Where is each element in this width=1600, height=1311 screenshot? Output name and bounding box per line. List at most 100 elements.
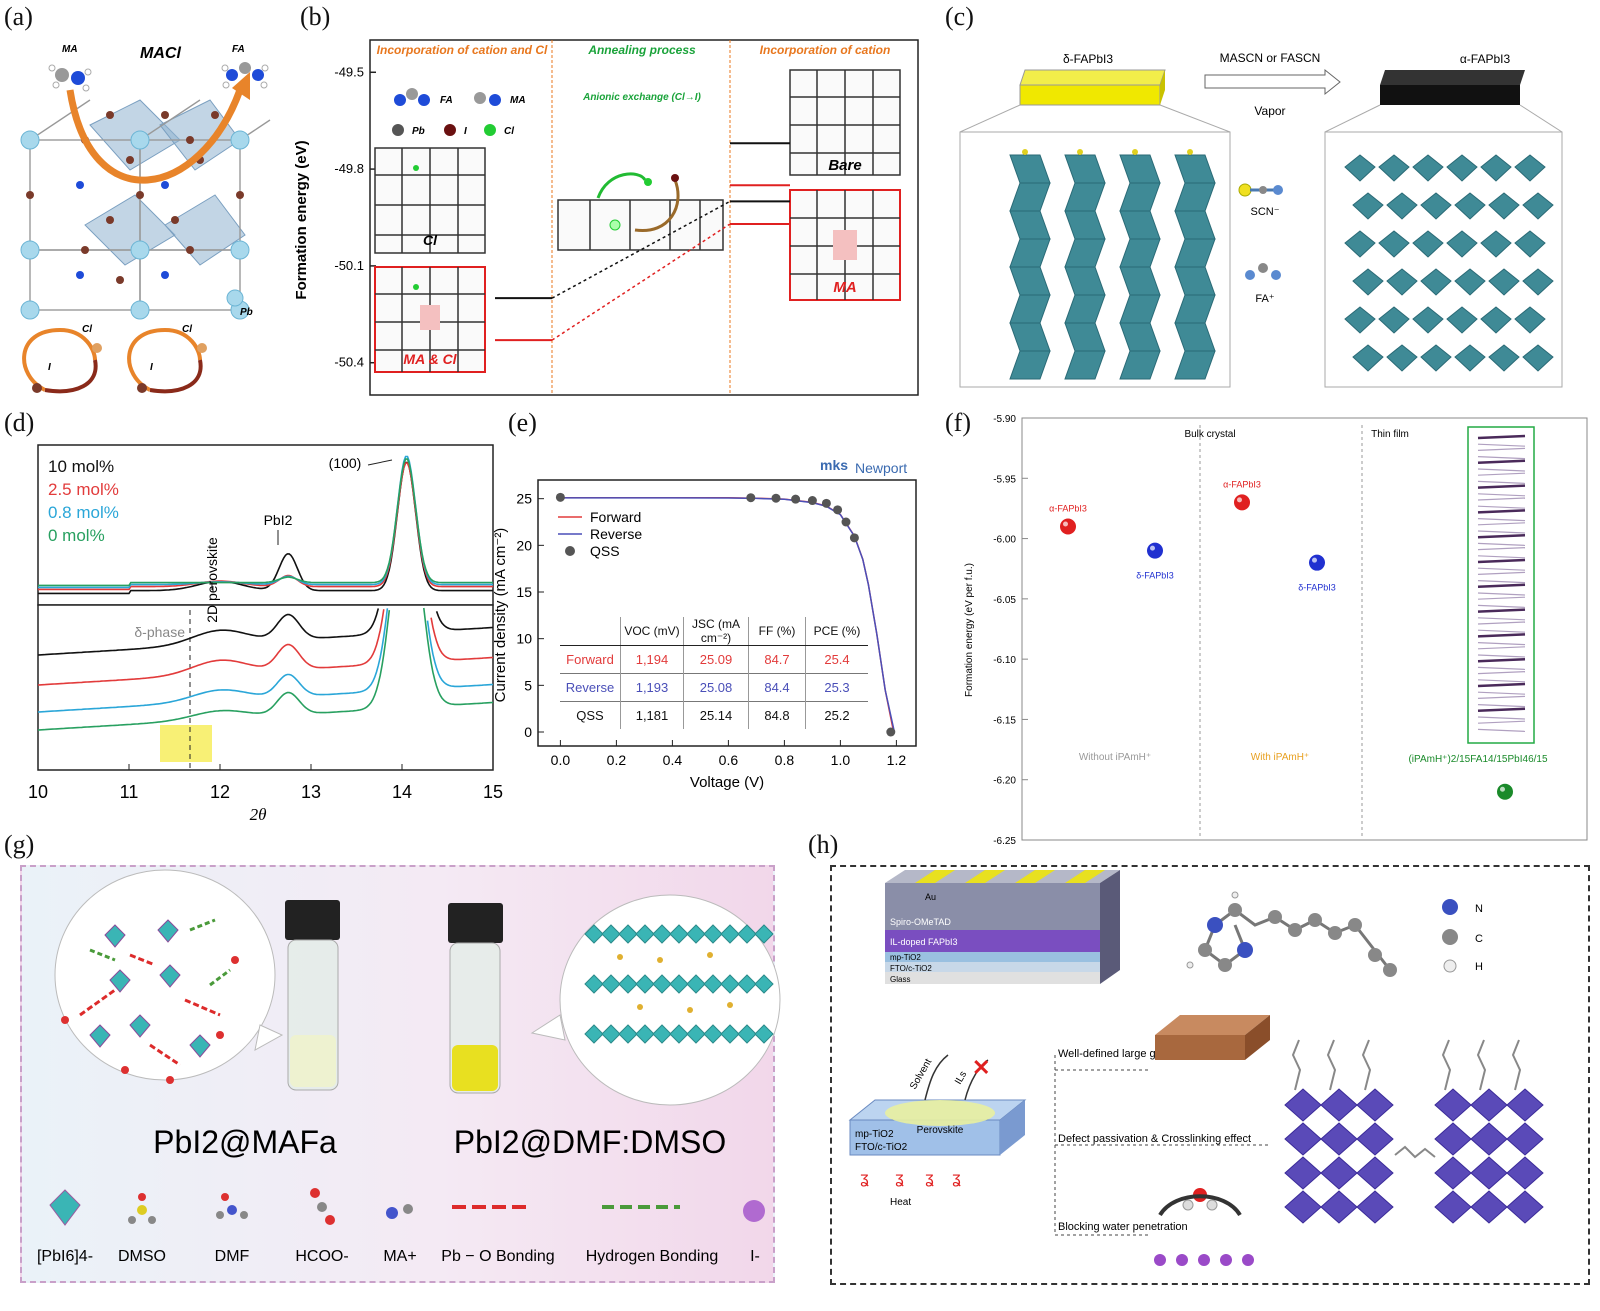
octahedron — [1344, 154, 1376, 182]
perovskite-octahedron — [1470, 1156, 1508, 1190]
label-cl-1: Cl — [82, 324, 92, 335]
f-section-bulk: Bulk crystal — [1184, 429, 1235, 440]
perovskite-octahedron — [1284, 1122, 1322, 1156]
octahedron — [1412, 306, 1444, 334]
vial-dmf-dmso — [448, 903, 503, 1094]
f-crystal-layer — [1477, 608, 1526, 613]
panel-d-chart: 10 mol%2.5 mol%0.8 mol%0 mol% 2D perovsk… — [28, 444, 503, 824]
ionic-liquid-chain — [1326, 1039, 1337, 1091]
table-cell: 1,193 — [620, 673, 684, 702]
oxygen-atom — [61, 1016, 69, 1024]
octahedron — [1454, 344, 1486, 372]
f-crystal-layer — [1477, 617, 1526, 621]
f-crystal-layer — [1477, 604, 1526, 608]
b-legend-pb: Pb — [412, 126, 425, 137]
alpha-film — [1380, 85, 1520, 105]
panel-h-svg: Au Spiro-OMeTAD IL-doped FAPbI3 mp-TiO2 … — [848, 870, 1544, 1266]
table-cell: 25.09 — [683, 645, 749, 674]
panel-a-figure: MA FA MACl Cl Cl I I Pb — [20, 44, 271, 394]
perovskite-octahedron — [1320, 1190, 1358, 1224]
pb-sphere — [230, 240, 250, 260]
b-ylabel: Formation energy (eV) — [293, 140, 310, 299]
b-box-bare: Bare — [789, 69, 901, 176]
dmso-molecule — [617, 954, 623, 960]
ionic-liquid-chain — [1361, 1039, 1372, 1091]
pbi6-octahedron — [89, 1024, 111, 1048]
e-ytick-label: 20 — [516, 537, 532, 553]
octahedron — [1446, 154, 1478, 182]
e-qss-point — [841, 517, 851, 527]
octahedron — [1344, 230, 1376, 258]
f-energy-point — [1234, 494, 1250, 511]
svg-text:ʓ: ʓ — [895, 1170, 904, 1187]
d-legend-entry: 0.8 mol% — [48, 503, 119, 522]
e-xtick-label: 1.0 — [831, 752, 851, 768]
b-ytick-label: -49.8 — [334, 161, 364, 176]
perovskite-octahedron — [1470, 1190, 1508, 1224]
svg-text:Hydrogen Bonding: Hydrogen Bonding — [586, 1248, 719, 1265]
dmso-molecule — [637, 1004, 643, 1010]
h-effect-1: Well-defined large grains — [1058, 1048, 1180, 1060]
dmso-molecule — [687, 1007, 693, 1013]
h-ionic-liquid-molecule — [1186, 891, 1397, 977]
cube-edge — [139, 249, 241, 311]
octahedral-column — [1174, 154, 1216, 380]
c-fa-label: FA⁺ — [1255, 293, 1274, 305]
svg-text:Forward: Forward — [590, 509, 641, 525]
ionic-liquid-chain — [1291, 1039, 1302, 1091]
d-legend-entry: 0 mol% — [48, 526, 105, 545]
octahedron — [1522, 344, 1554, 372]
octahedron — [1522, 192, 1554, 220]
perovskite-octahedron — [1470, 1122, 1508, 1156]
c-arrow-bottom: Vapor — [1254, 104, 1285, 118]
svg-text:HCOO-: HCOO- — [295, 1248, 348, 1265]
perovskite-octahedron — [1284, 1156, 1322, 1190]
svg-text:MA & Cl: MA & Cl — [403, 351, 457, 367]
pb-sphere — [20, 300, 40, 320]
octahedron — [1344, 306, 1376, 334]
d-highlight — [160, 725, 212, 762]
e-xtick-label: 0.4 — [663, 752, 683, 768]
e-qss-point — [807, 496, 817, 506]
b-legend-i: I — [464, 126, 467, 137]
svg-text:Heat: Heat — [890, 1197, 911, 1208]
pbi6-octahedron — [157, 919, 179, 943]
pb-sphere — [20, 130, 40, 150]
perovskite-octahedron — [1434, 1190, 1472, 1224]
e-plot-frame — [537, 479, 917, 747]
svg-text:I-: I- — [750, 1248, 760, 1265]
d-bottom-frame — [37, 604, 494, 771]
f-crystal-layer — [1477, 472, 1526, 476]
b-anionic-exchange: Anionic exchange (Cl→I) — [582, 92, 701, 103]
octahedron — [1386, 268, 1418, 296]
panel-f-letter: (f) — [945, 408, 971, 437]
octahedron — [1488, 268, 1520, 296]
octahedron — [1420, 268, 1452, 296]
panel-h-letter: (h) — [808, 830, 839, 859]
b-legend-ma: MA — [510, 95, 526, 106]
table-cell: 25.3 — [805, 673, 868, 702]
label-pb: Pb — [240, 307, 253, 318]
e-xtick-label: 0.6 — [719, 752, 739, 768]
panel-g-svg: PbI2@MAFa PbI2@DMF:DMSO [PbI6]4- DMSO DM… — [37, 869, 781, 1265]
d-xtick-label: 14 — [392, 782, 412, 802]
svg-text:✕: ✕ — [972, 1055, 990, 1080]
octahedral-column — [1064, 154, 1106, 380]
b-ytick-label: -50.4 — [334, 355, 364, 370]
table-cell: 1,181 — [620, 701, 684, 729]
dmso-molecule — [727, 1002, 733, 1008]
pb-sphere — [226, 289, 244, 307]
d-annot-pbi2: PbI2 — [264, 512, 293, 528]
pbi6-octahedron — [159, 964, 181, 988]
panel-d-letter: (d) — [4, 408, 35, 437]
c-delta-label: δ-FAPbI3 — [1063, 52, 1113, 66]
e-ytick-label: 10 — [516, 631, 532, 647]
h-atom-c: C — [1475, 933, 1483, 945]
e-qss-point — [791, 494, 801, 504]
f-point-label: α-FAPbI3 — [1049, 504, 1087, 514]
f-ytick-label: -6.00 — [993, 535, 1016, 546]
octahedron — [1420, 192, 1452, 220]
